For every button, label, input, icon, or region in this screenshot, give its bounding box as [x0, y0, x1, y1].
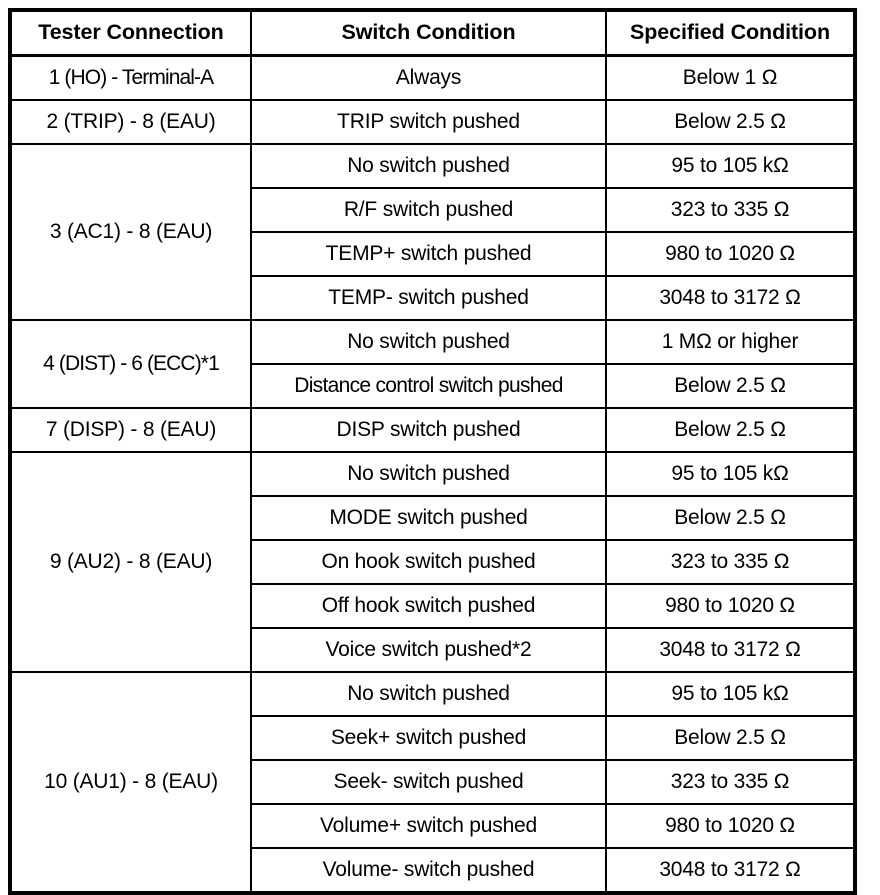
column-header-specified-condition: Specified Condition [605, 9, 856, 57]
cell-switch-condition: Distance control switch pushed [250, 363, 607, 409]
cell-tester-connection: 9 (AU2) - 8 (EAU) [9, 451, 252, 673]
cell-tester-connection: 4 (DIST) - 6 (ECC)*1 [9, 319, 252, 409]
cell-switch-condition: TEMP- switch pushed [250, 275, 607, 321]
cell-specified-condition: 980 to 1020 Ω [605, 583, 856, 629]
column-header-switch-condition: Switch Condition [250, 9, 607, 57]
cell-switch-condition: Seek- switch pushed [250, 759, 607, 805]
cell-specified-condition: 323 to 335 Ω [605, 187, 856, 233]
cell-switch-condition: DISP switch pushed [250, 407, 607, 453]
cell-specified-condition: 95 to 105 kΩ [605, 143, 856, 189]
cell-tester-connection: 7 (DISP) - 8 (EAU) [9, 407, 252, 453]
cell-specified-condition: Below 2.5 Ω [605, 407, 856, 453]
cell-switch-condition: Voice switch pushed*2 [250, 627, 607, 673]
cell-switch-condition: No switch pushed [250, 143, 607, 189]
cell-tester-connection: 3 (AC1) - 8 (EAU) [9, 143, 252, 321]
cell-specified-condition: 95 to 105 kΩ [605, 671, 856, 717]
cell-specified-condition: Below 2.5 Ω [605, 495, 856, 541]
cell-switch-condition: MODE switch pushed [250, 495, 607, 541]
cell-switch-condition: Seek+ switch pushed [250, 715, 607, 761]
tester-connection-table: Tester Connection Switch Condition Speci… [8, 8, 857, 895]
spec-table-container: Tester Connection Switch Condition Speci… [8, 8, 857, 895]
cell-specified-condition: 323 to 335 Ω [605, 759, 856, 805]
cell-switch-condition: On hook switch pushed [250, 539, 607, 585]
cell-switch-condition: TEMP+ switch pushed [250, 231, 607, 277]
cell-specified-condition: Below 2.5 Ω [605, 99, 856, 145]
cell-specified-condition: Below 2.5 Ω [605, 715, 856, 761]
cell-switch-condition: Off hook switch pushed [250, 583, 607, 629]
cell-tester-connection: 10 (AU1) - 8 (EAU) [9, 671, 252, 894]
cell-specified-condition: Below 1 Ω [605, 54, 856, 101]
cell-switch-condition: TRIP switch pushed [250, 99, 607, 145]
cell-tester-connection: 2 (TRIP) - 8 (EAU) [9, 99, 252, 145]
cell-switch-condition: No switch pushed [250, 319, 607, 365]
cell-switch-condition: No switch pushed [250, 671, 607, 717]
cell-specified-condition: 3048 to 3172 Ω [605, 275, 856, 321]
header-row: Tester Connection Switch Condition Speci… [9, 9, 856, 57]
cell-switch-condition: Volume+ switch pushed [250, 803, 607, 849]
cell-specified-condition: 980 to 1020 Ω [605, 803, 856, 849]
cell-specified-condition: 3048 to 3172 Ω [605, 847, 856, 894]
table-header: Tester Connection Switch Condition Speci… [9, 9, 856, 57]
cell-switch-condition: Always [250, 54, 607, 101]
cell-specified-condition: 3048 to 3172 Ω [605, 627, 856, 673]
cell-specified-condition: Below 2.5 Ω [605, 363, 856, 409]
cell-switch-condition: R/F switch pushed [250, 187, 607, 233]
cell-specified-condition: 980 to 1020 Ω [605, 231, 856, 277]
column-header-tester-connection: Tester Connection [9, 9, 252, 57]
cell-switch-condition: No switch pushed [250, 451, 607, 497]
cell-specified-condition: 1 MΩ or higher [605, 319, 856, 365]
cell-specified-condition: 95 to 105 kΩ [605, 451, 856, 497]
cell-tester-connection: 1 (HO) - Terminal-A [9, 54, 252, 101]
cell-specified-condition: 323 to 335 Ω [605, 539, 856, 585]
cell-switch-condition: Volume- switch pushed [250, 847, 607, 894]
